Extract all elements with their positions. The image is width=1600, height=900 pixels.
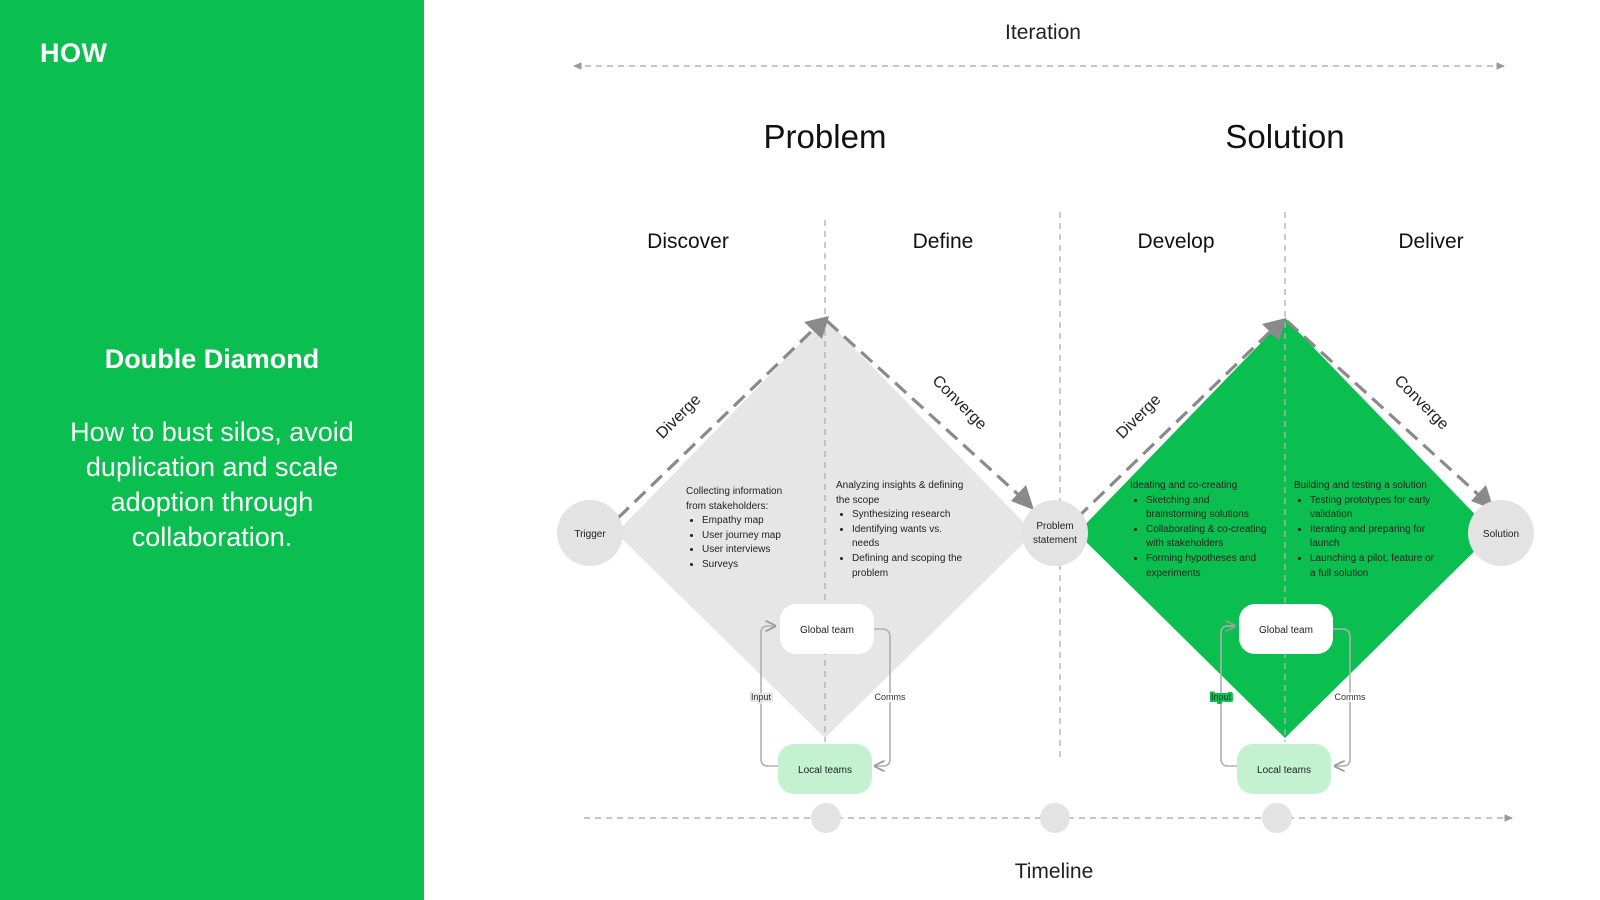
list-item: Identifying wants vs. needs (852, 523, 972, 552)
list-item: Testing prototypes for early validation (1310, 494, 1442, 523)
left-panel: HOW Double Diamond How to bust silos, av… (0, 0, 424, 900)
timeline-marker-3 (1262, 803, 1292, 833)
arrow-label-diverge-solution: Diverge (1113, 391, 1164, 442)
trigger-node-label: Trigger (574, 529, 606, 540)
double-diamond-title: Double Diamond (104, 344, 320, 374)
discover-intro-line: from stakeholders: (686, 500, 769, 512)
section-title-problem: Problem (764, 118, 887, 155)
timeline-marker-2 (1040, 803, 1070, 833)
list-item: Sketching and brainstorming solutions (1146, 494, 1270, 523)
timeline-label: Timeline (1015, 860, 1094, 883)
list-item: User journey map (702, 529, 826, 544)
input-label-problem: Input (751, 692, 772, 702)
double-diamond-description: How to bust silos, avoid duplication and… (70, 417, 354, 552)
team-loop-solution: Global team Local teams Input Comms (1209, 604, 1368, 794)
list-item: Forming hypotheses and experiments (1146, 552, 1270, 581)
deliver-intro-line: Building and testing a solution (1294, 480, 1427, 491)
section-title-solution: Solution (1225, 118, 1344, 155)
define-list: Synthesizing research Identifying wants … (836, 508, 972, 581)
diverge-arrow-solution (1075, 318, 1286, 520)
iteration-label: Iteration (1005, 21, 1081, 44)
timeline-marker-1 (811, 803, 841, 833)
develop-list: Sketching and brainstorming solutions Co… (1130, 494, 1270, 582)
comms-loop-line-problem (867, 628, 891, 766)
define-intro-line: Analyzing insights & defining (836, 480, 964, 491)
input-label-solution: Input (1211, 692, 1232, 702)
list-item: Collaborating & co-creating with stakeho… (1146, 523, 1270, 552)
list-item: Synthesizing research (852, 508, 972, 523)
discover-intro-line: Collecting information (686, 486, 783, 497)
local-teams-label-problem: Local teams (798, 765, 852, 776)
phase-label-define: Define (913, 230, 974, 253)
phase-label-discover: Discover (647, 230, 729, 253)
local-teams-label-solution: Local teams (1257, 765, 1311, 776)
list-item: User interviews (702, 543, 826, 558)
discover-list: Empathy map User journey map User interv… (686, 514, 826, 572)
develop-content: Ideating and co-creating Sketching and b… (1130, 479, 1270, 581)
converge-arrow-problem (825, 319, 1034, 510)
local-teams-box-problem (778, 744, 872, 794)
phase-label-deliver: Deliver (1398, 230, 1463, 253)
list-item: Iterating and preparing for launch (1310, 523, 1442, 552)
deliver-list: Testing prototypes for early validation … (1294, 494, 1442, 582)
problem-statement-node (1022, 500, 1088, 566)
local-teams-box-solution (1237, 744, 1331, 794)
double-diamond-diagram: Iteration Problem Solution Discover Defi… (424, 0, 1600, 900)
global-team-label-problem: Global team (800, 625, 854, 636)
global-team-box-problem (780, 604, 874, 654)
comms-label-solution: Comms (1335, 692, 1366, 702)
solution-diamond (1077, 318, 1493, 738)
define-intro-line: the scope (836, 494, 880, 506)
phase-label-develop: Develop (1137, 230, 1214, 253)
list-item: Launching a pilot, feature or a full sol… (1310, 552, 1442, 581)
section-heading: HOW (40, 38, 108, 68)
arrow-label-converge-problem: Converge (929, 372, 990, 433)
input-loop-line-solution (1220, 626, 1251, 767)
comms-label-problem: Comms (875, 692, 906, 702)
global-team-label-solution: Global team (1259, 625, 1313, 636)
problem-statement-label-line1: Problem (1036, 521, 1073, 532)
problem-statement-label-line2: statement (1033, 535, 1077, 546)
solution-node (1468, 500, 1534, 566)
list-item: Surveys (702, 558, 826, 573)
list-item: Empathy map (702, 514, 826, 529)
solution-node-label: Solution (1483, 529, 1519, 540)
comms-loop-line-solution (1327, 628, 1351, 766)
trigger-node (557, 500, 623, 566)
team-loop-problem: Global team Local teams Input Comms (749, 604, 908, 794)
input-loop-line-problem (760, 626, 791, 767)
list-item: Defining and scoping the problem (852, 552, 972, 581)
deliver-content: Building and testing a solution Testing … (1294, 479, 1442, 581)
arrow-label-diverge-problem: Diverge (653, 391, 704, 442)
discover-content: Collecting information from stakeholders… (686, 485, 826, 573)
define-content: Analyzing insights & defining the scope … (836, 479, 972, 581)
develop-intro-line: Ideating and co-creating (1130, 480, 1238, 491)
global-team-box-solution (1239, 604, 1333, 654)
diverge-arrow-problem (616, 316, 829, 520)
